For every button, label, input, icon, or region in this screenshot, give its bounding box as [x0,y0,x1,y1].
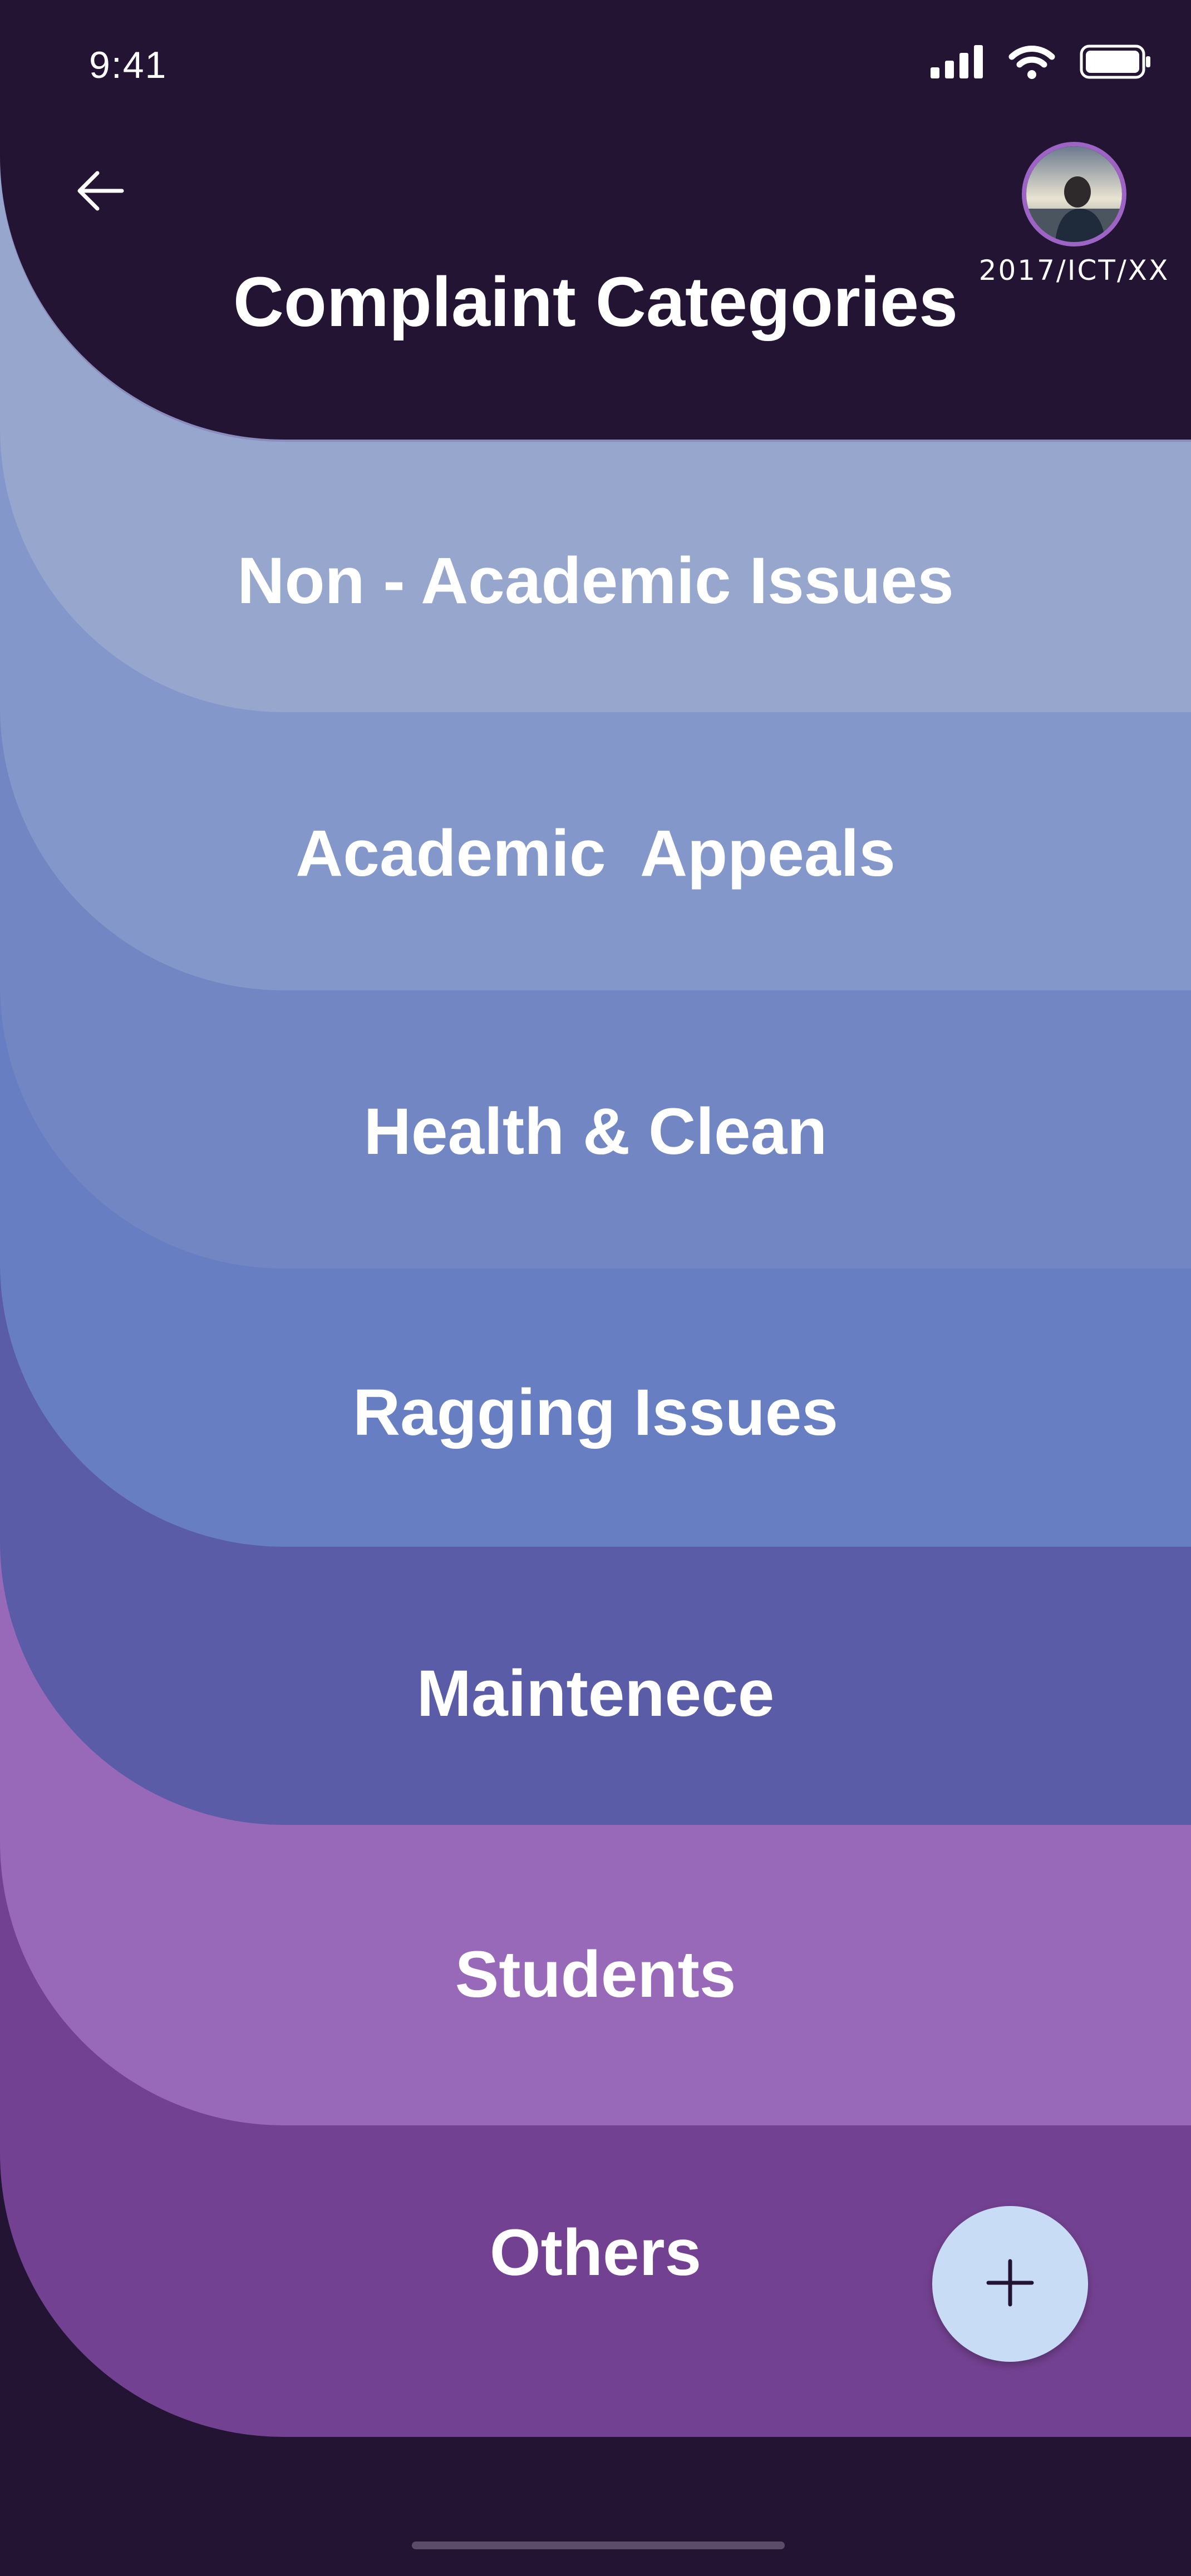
home-indicator [412,2542,785,2549]
avatar[interactable] [1022,142,1126,246]
status-time: 9:41 [89,44,168,86]
battery-icon [1080,45,1152,82]
category-label: Health & Clean [363,1095,828,1168]
category-label: Academic Appeals [296,817,895,890]
category-label: Maintenece [416,1657,775,1730]
category-label: Non - Academic Issues [237,544,954,618]
profile-badge[interactable]: 2017/ICT/XX [978,142,1170,287]
back-button[interactable] [67,161,134,223]
category-label: Students [455,1938,736,2011]
plus-icon [985,2258,1035,2311]
category-label: Others [489,2216,702,2289]
app-header: 9:41 [0,0,1191,440]
student-id: 2017/ICT/XX [978,254,1170,287]
back-arrow-icon [75,169,125,216]
status-icons [931,45,1152,82]
add-complaint-button[interactable] [932,2206,1088,2362]
category-label: Ragging Issues [352,1376,839,1449]
signal-icon [931,45,984,81]
page-title: Complaint Categories [233,263,958,341]
wifi-icon [1008,45,1055,82]
